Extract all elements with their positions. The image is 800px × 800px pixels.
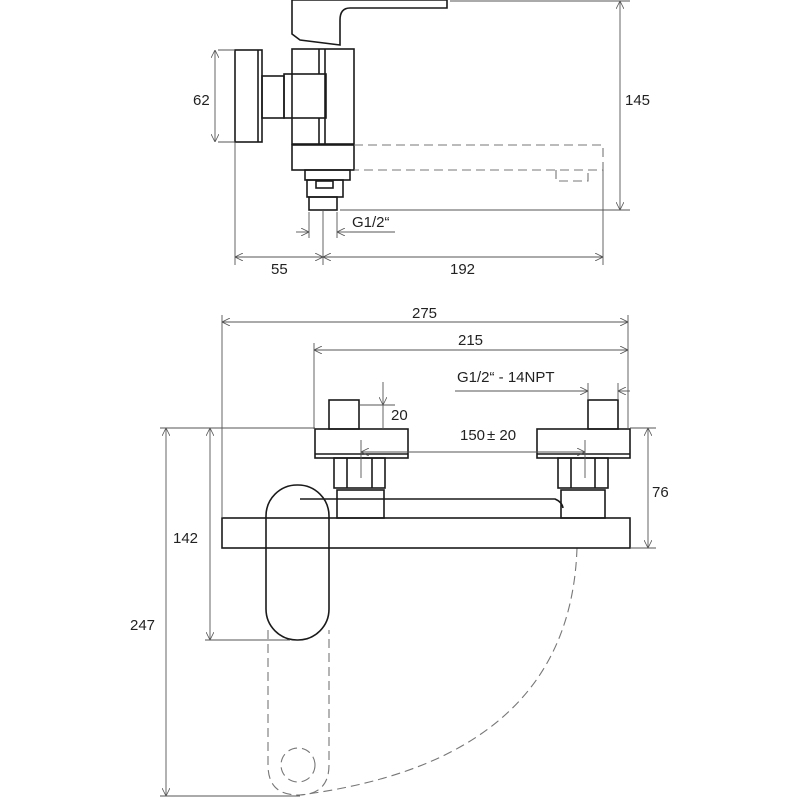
- outlet-nut: [304, 169, 351, 181]
- left-stem: [336, 489, 385, 519]
- dim-label-247: 247: [130, 617, 155, 634]
- left-inlet: [328, 399, 360, 430]
- dim-label-20: 20: [391, 407, 408, 424]
- right-stem: [560, 489, 606, 519]
- dim-label-142: 142: [173, 530, 198, 547]
- body-bar: [221, 517, 631, 549]
- outlet-thread: [308, 196, 338, 211]
- dim-label-192: 192: [450, 261, 475, 278]
- lower-block: [291, 144, 355, 171]
- dim-label-62: 62: [193, 92, 210, 109]
- front-view: 275 215 G1/2“ - 14NPT 20 150± 20 76 142 …: [130, 305, 669, 797]
- side-view: 62 145 G1/2“ 55 192: [193, 0, 650, 278]
- handle-rotated-circle: [280, 747, 316, 783]
- right-hex: [557, 457, 609, 489]
- right-flange: [536, 428, 631, 459]
- hex-nut: [283, 73, 327, 119]
- spout-hidden: [354, 144, 604, 182]
- left-hex: [333, 457, 386, 489]
- left-flange: [314, 428, 409, 459]
- valve-body: [291, 48, 355, 145]
- dim-label-thread: G1/2“: [352, 214, 390, 231]
- dim-label-76: 76: [652, 484, 669, 501]
- right-inlet: [587, 399, 619, 430]
- dim-label-275: 275: [412, 305, 437, 322]
- dim-label-150: 150± 20: [460, 427, 516, 444]
- outlet-cap: [315, 180, 334, 189]
- dim-label-215: 215: [458, 332, 483, 349]
- connector: [261, 75, 285, 119]
- dim-label-145: 145: [625, 92, 650, 109]
- handle-rotated-hidden: [267, 630, 330, 796]
- lever-handle: [291, 0, 448, 46]
- dim-label-55: 55: [271, 261, 288, 278]
- dim-label-npt: G1/2“ - 14NPT: [457, 369, 555, 386]
- body-top-curve: [300, 498, 564, 509]
- handle-swing-arc: [299, 547, 578, 796]
- mixer-handle: [265, 484, 330, 641]
